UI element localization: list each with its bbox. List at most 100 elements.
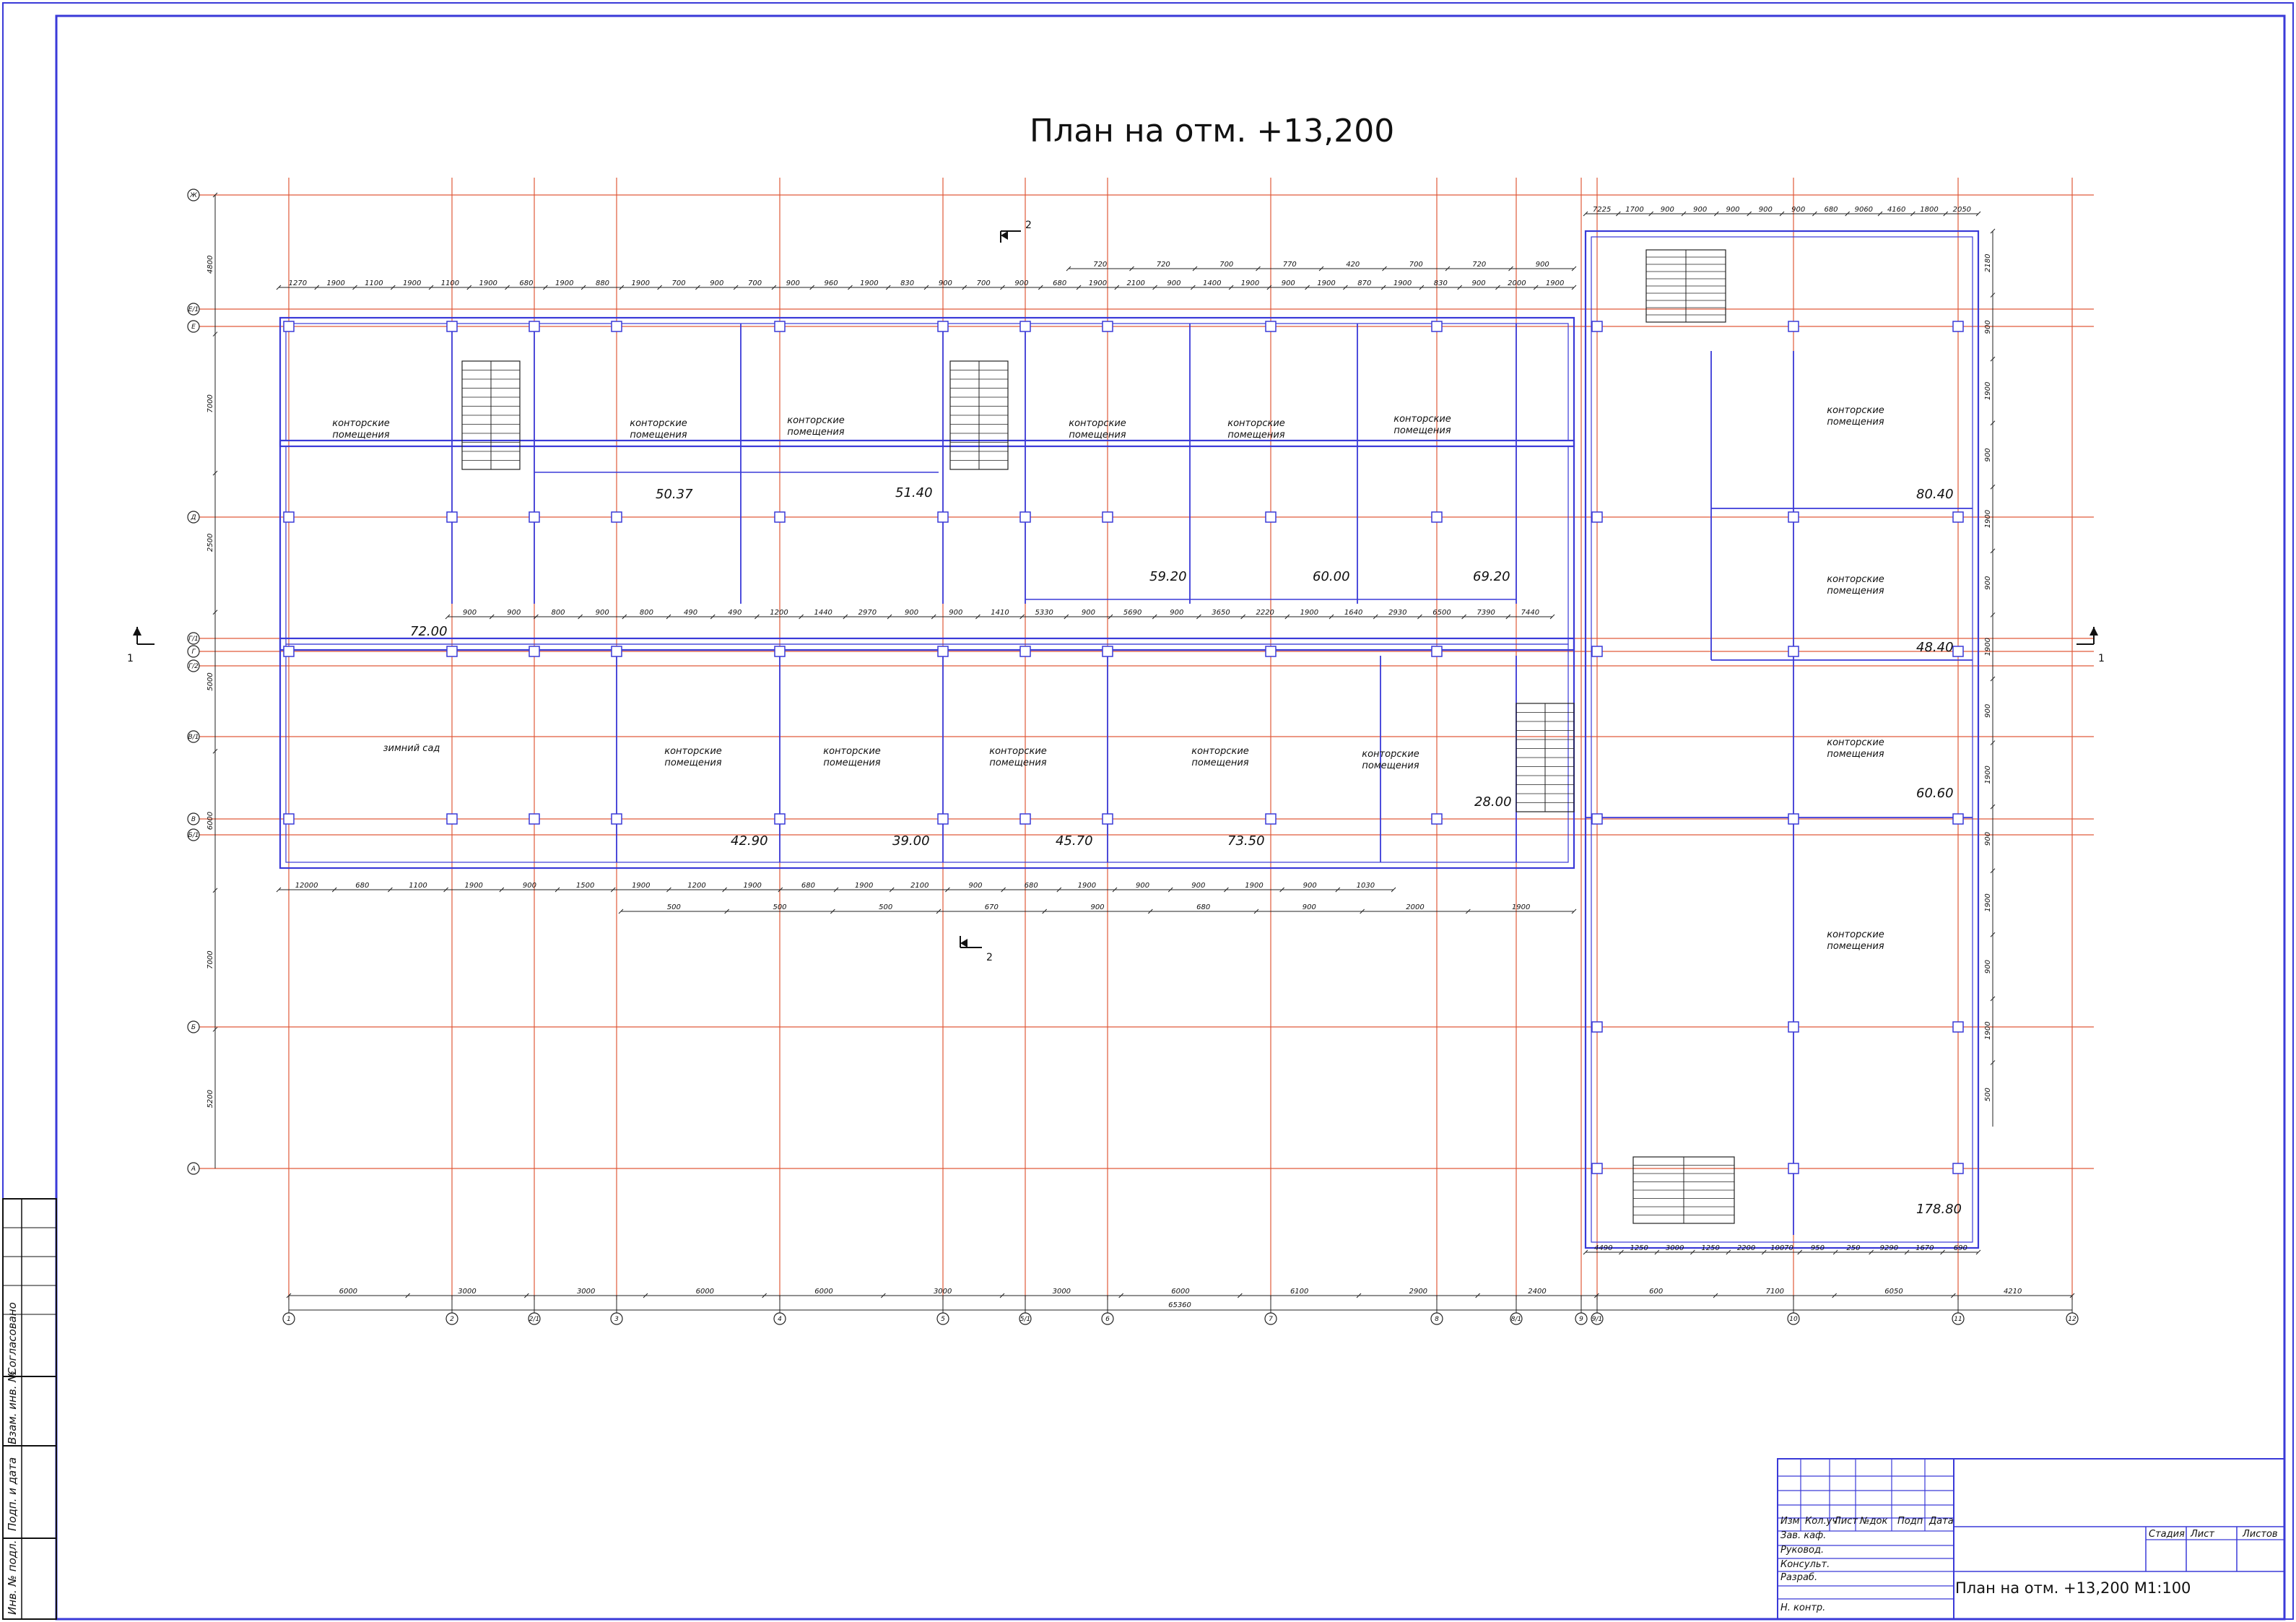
section-cut-label: 2 <box>1025 220 1032 231</box>
dim-tick <box>880 1293 886 1298</box>
column <box>1265 511 1277 523</box>
dim-value: 7000 <box>206 394 214 412</box>
axis-bubble <box>187 303 200 316</box>
column <box>283 813 295 825</box>
column <box>1591 321 1603 332</box>
dim-tick <box>276 887 282 893</box>
column <box>1431 511 1443 523</box>
column <box>774 321 786 332</box>
dim-tick <box>695 285 700 290</box>
column <box>1591 1163 1603 1174</box>
axis-bubble-label: 6 <box>1105 1316 1110 1323</box>
room-area: 80.40 <box>1916 487 1954 502</box>
dim-value: 1700 <box>1625 206 1643 214</box>
dim-tick <box>762 1293 767 1298</box>
room-name-winter-garden: зимний сад <box>383 743 440 754</box>
dim-value: 950 <box>1811 1244 1825 1252</box>
dim-value: 830 <box>900 279 914 287</box>
column <box>529 321 540 332</box>
axis-bubble-label: 9/1 <box>1592 1316 1602 1323</box>
dim-tick <box>710 614 716 620</box>
dim-value: 1900 <box>1317 279 1335 287</box>
dim-tick <box>314 285 320 290</box>
axis-bubble-label: 12 <box>2068 1316 2077 1323</box>
dim-value: 250 <box>1846 1244 1860 1252</box>
room-area: 178.80 <box>1916 1202 1962 1217</box>
column <box>1788 646 1799 657</box>
dim-value: 900 <box>968 882 982 890</box>
column <box>1591 1021 1603 1033</box>
dim-value: 500 <box>667 903 681 911</box>
dim-value: 1900 <box>1546 279 1564 287</box>
dim-tick <box>1465 908 1471 914</box>
dim-tick <box>1990 804 1996 810</box>
dim-tick <box>999 1293 1005 1298</box>
axis-bubble-label: В <box>191 816 196 823</box>
dim-value: 900 <box>1303 882 1317 890</box>
dim-value: 720 <box>1093 261 1107 269</box>
axis-bubble-label: Е <box>191 324 196 331</box>
dim-tick <box>1845 211 1851 217</box>
dim-tick <box>1832 1249 1838 1255</box>
dim-value: 1100 <box>409 882 427 890</box>
dim-tick <box>610 887 616 893</box>
axis-bubble <box>187 632 200 645</box>
dim-value: 680 <box>801 882 815 890</box>
dim-tick <box>1256 266 1261 272</box>
dim-tick <box>771 285 777 290</box>
column <box>774 813 786 825</box>
column <box>937 511 949 523</box>
dim-tick <box>1373 614 1378 620</box>
column <box>937 321 949 332</box>
dim-value: 1900 <box>1984 1021 1992 1039</box>
dim-value: 1900 <box>1245 882 1263 890</box>
room-area: 60.00 <box>1313 569 1350 584</box>
column <box>1591 646 1603 657</box>
dim-tick <box>1019 614 1025 620</box>
dim-value: 880 <box>596 279 609 287</box>
dim-tick <box>1726 1249 1731 1255</box>
dim-tick <box>523 1293 529 1298</box>
dim-value: 1410 <box>991 609 1009 617</box>
dim-value: 900 <box>1136 882 1149 890</box>
tb-header-list: Лист <box>1833 1516 1858 1527</box>
dim-value: 600 <box>1649 1288 1663 1296</box>
wall-north-block <box>279 316 1575 448</box>
dim-value: 2930 <box>1388 609 1406 617</box>
dim-value: 1640 <box>1344 609 1362 617</box>
dim-value: 6500 <box>1432 609 1451 617</box>
dim-tick <box>643 1293 648 1298</box>
dim-tick <box>1253 908 1259 914</box>
axis-bubble-label: 3 <box>614 1316 619 1323</box>
column <box>1265 646 1277 657</box>
dim-tick <box>1549 614 1555 620</box>
column <box>1788 511 1799 523</box>
dim-value: 2500 <box>206 534 214 552</box>
room-name: помещения <box>787 427 844 438</box>
dim-value: 680 <box>355 882 369 890</box>
axis-bubble-label: 2 <box>450 1316 454 1323</box>
dim-tick <box>1305 285 1310 290</box>
axis-bubble <box>187 511 200 524</box>
axis-bubble <box>187 828 200 841</box>
dim-value: 690 <box>1954 1244 1967 1252</box>
dim-tick <box>1940 1249 1945 1255</box>
room-name: помещения <box>664 758 721 768</box>
axis-bubble <box>1575 1312 1588 1325</box>
dim-value: 7440 <box>1521 609 1539 617</box>
dim-tick <box>1356 1293 1362 1298</box>
dim-value: 1900 <box>464 882 482 890</box>
column <box>1265 813 1277 825</box>
dim-tick <box>212 610 218 615</box>
dim-value: 1900 <box>632 279 650 287</box>
dim-value: 900 <box>463 609 477 617</box>
room-name: помещения <box>1227 430 1284 441</box>
inner-frame <box>55 14 2286 1621</box>
dim-tick <box>1318 266 1324 272</box>
dim-value: 830 <box>1434 279 1448 287</box>
dim-tick <box>1380 285 1386 290</box>
dim-value: 700 <box>671 279 685 287</box>
dim-tick <box>1713 211 1719 217</box>
dim-value: 6000 <box>1171 1288 1189 1296</box>
dim-tick <box>1266 285 1272 290</box>
